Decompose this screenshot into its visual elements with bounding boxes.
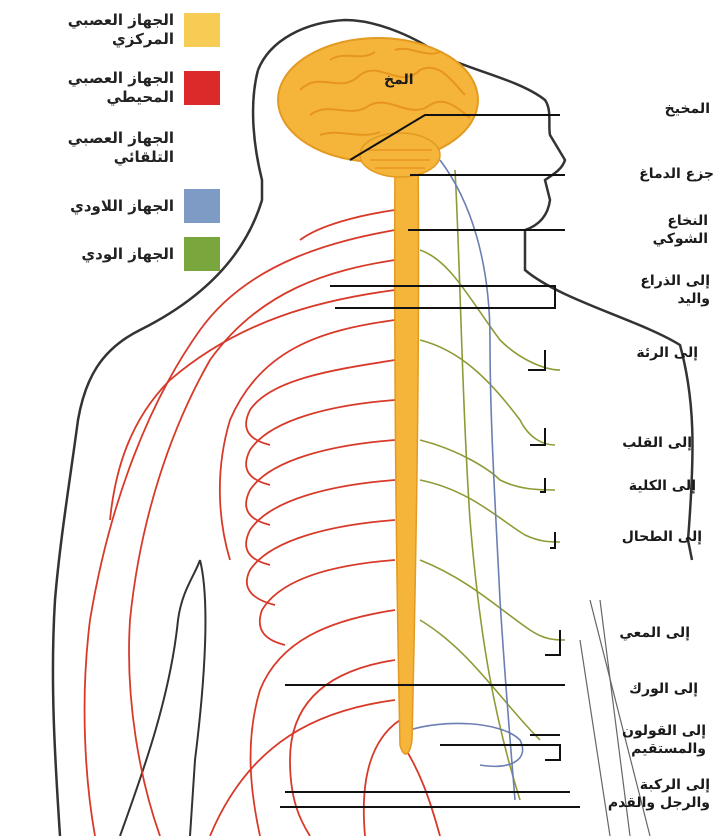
cerebellum (360, 133, 440, 177)
label-lung: إلى الرئة (548, 344, 698, 362)
label-hip: إلى الورك (548, 680, 698, 698)
parasympathetic-vagus (440, 160, 515, 800)
legend-sympathetic: الجهاز الودي (8, 228, 220, 280)
label-colon-rectum: إلى القولون والمستقيم (556, 722, 706, 758)
legend-parasympathetic: الجهاز اللاودي (8, 180, 220, 232)
nerve-13 (364, 720, 400, 836)
legend-central: الجهاز العصبي المركزي (8, 4, 220, 56)
nerve-1 (85, 230, 395, 836)
legend-autonomic: الجهاز العصبي التلقائي (8, 122, 220, 174)
autonomic-nerves (410, 160, 565, 800)
brain-label: المخ (384, 72, 414, 88)
label-spinal-cord: النخاع الشوكي (558, 212, 708, 248)
sympathetic-branch-2 (420, 340, 555, 445)
peripheral-nerves (85, 210, 440, 836)
legend-peripheral: الجهاز العصبي المحيطي (8, 62, 220, 114)
legend-label-peripheral: الجهاز العصبي المحيطي (8, 69, 174, 107)
legend-label-parasympathetic: الجهاز اللاودي (8, 197, 174, 216)
nerve-15 (210, 700, 395, 836)
legend-label-sympathetic: الجهاز الودي (8, 245, 174, 264)
legend-swatch-autonomic (184, 131, 220, 165)
label-brainstem: جزع الدماغ (564, 165, 714, 183)
legend-label-central: الجهاز العصبي المركزي (8, 11, 174, 49)
nerve-11 (251, 610, 395, 836)
nerve-4 (220, 320, 395, 560)
sympathetic-branch-6 (420, 620, 540, 740)
label-arm-hand: إلى الذراع واليد (560, 272, 710, 308)
leader-arm-1 (330, 286, 555, 308)
label-cerebellum: المخيخ (560, 100, 710, 118)
legend-swatch-central (184, 13, 220, 47)
sympathetic-branch-3 (420, 440, 555, 490)
legend-swatch-sympathetic (184, 237, 220, 271)
legend-swatch-peripheral (184, 71, 220, 105)
nerve-2 (129, 260, 395, 836)
leader-lines (280, 115, 580, 807)
label-kidney: إلى الكلية (546, 477, 696, 495)
nerve-12 (290, 660, 395, 836)
legend-label-autonomic: الجهاز العصبي التلقائي (8, 129, 174, 167)
nerve-10 (260, 560, 395, 645)
label-intestine: إلى المعي (540, 624, 690, 642)
legend-swatch-parasympathetic (184, 189, 220, 223)
label-heart: إلى القلب (542, 434, 692, 452)
leader-colon (440, 735, 560, 760)
label-spleen: إلى الطحال (552, 528, 702, 546)
spinal-cord (395, 150, 419, 754)
label-knee-leg-foot: إلى الركبة والرجل والقدم (560, 776, 710, 812)
central-nervous-system (278, 38, 478, 754)
nerve-16 (300, 210, 395, 240)
